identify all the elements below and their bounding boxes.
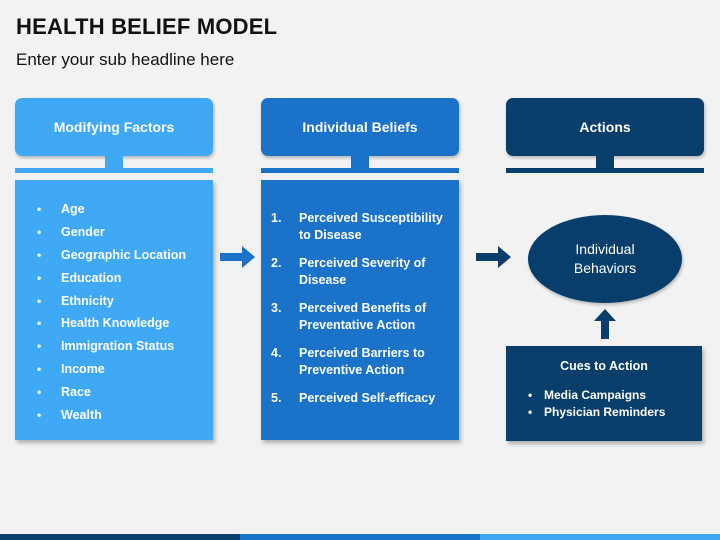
belief-item-number: 2.: [271, 256, 282, 270]
individual-beliefs-stand-base: [261, 168, 459, 173]
modifying-factor-item: Age: [37, 198, 213, 221]
bottom-bar-segment: [240, 534, 480, 540]
belief-item-text: Perceived Susceptibility to Disease: [299, 211, 443, 242]
cues-to-action-list: Media CampaignsPhysician Reminders: [506, 387, 702, 421]
modifying-factor-item: Health Knowledge: [37, 312, 213, 335]
belief-item: 5. Perceived Self-efficacy: [271, 390, 449, 407]
modifying-factors-stand-neck: [105, 156, 123, 168]
actions-stand-neck: [596, 156, 614, 168]
modifying-factors-list: AgeGenderGeographic LocationEducationEth…: [15, 180, 213, 427]
cues-to-action-box: Cues to Action Media CampaignsPhysician …: [506, 346, 702, 441]
cue-item: Media Campaigns: [528, 387, 702, 404]
slide-subtitle: Enter your sub headline here: [16, 50, 235, 69]
slide-title: HEALTH BELIEF MODEL: [16, 14, 278, 39]
actions-header: Actions: [506, 98, 704, 156]
modifying-factor-item: Education: [37, 267, 213, 290]
individual-beliefs-panel: 1. Perceived Susceptibility to Disease 2. P…: [261, 180, 459, 440]
belief-item-text: Perceived Severity of Disease: [299, 256, 426, 287]
cues-to-action-title: Cues to Action: [560, 359, 648, 373]
arrow-up-icon: [594, 309, 616, 339]
actions-header-label: Actions: [579, 119, 631, 135]
individual-beliefs-list: 1. Perceived Susceptibility to Disease 2. P…: [261, 180, 459, 407]
belief-item-number: 5.: [271, 391, 282, 405]
belief-item-number: 4.: [271, 346, 282, 360]
cue-item: Physician Reminders: [528, 404, 702, 421]
belief-item: 1. Perceived Susceptibility to Disease: [271, 210, 449, 244]
modifying-factors-header: Modifying Factors: [15, 98, 213, 156]
bottom-bar-segment: [0, 534, 240, 540]
belief-item: 4. Perceived Barriers to Preventive Actio…: [271, 345, 449, 379]
belief-item: 3. Perceived Benefits of Preventative Act…: [271, 300, 449, 334]
modifying-factor-item: Race: [37, 381, 213, 404]
modifying-factors-panel: AgeGenderGeographic LocationEducationEth…: [15, 180, 213, 440]
modifying-factors-header-label: Modifying Factors: [53, 119, 175, 135]
individual-beliefs-stand-neck: [351, 156, 369, 168]
modifying-factor-item: Wealth: [37, 404, 213, 427]
belief-item: 2. Perceived Severity of Disease: [271, 255, 449, 289]
belief-item-text: Perceived Barriers to Preventive Action: [299, 346, 425, 377]
individual-beliefs-header-label: Individual Beliefs: [302, 119, 418, 135]
modifying-factor-item: Geographic Location: [37, 244, 213, 267]
modifying-factor-item: Income: [37, 358, 213, 381]
modifying-factors-stand-base: [15, 168, 213, 173]
belief-item-number: 3.: [271, 301, 282, 315]
arrow-right-icon: [220, 246, 255, 268]
modifying-factor-item: Gender: [37, 221, 213, 244]
bottom-color-bar: [0, 534, 720, 540]
arrow-right-icon: [476, 246, 511, 268]
belief-item-number: 1.: [271, 211, 282, 225]
modifying-factor-item: Immigration Status: [37, 335, 213, 358]
belief-item-text: Perceived Benefits of Preventative Actio…: [299, 301, 427, 332]
actions-stand-base: [506, 168, 704, 173]
bottom-bar-segment: [480, 534, 720, 540]
belief-item-text: Perceived Self-efficacy: [299, 391, 436, 405]
modifying-factor-item: Ethnicity: [37, 290, 213, 313]
individual-beliefs-header: Individual Beliefs: [261, 98, 459, 156]
